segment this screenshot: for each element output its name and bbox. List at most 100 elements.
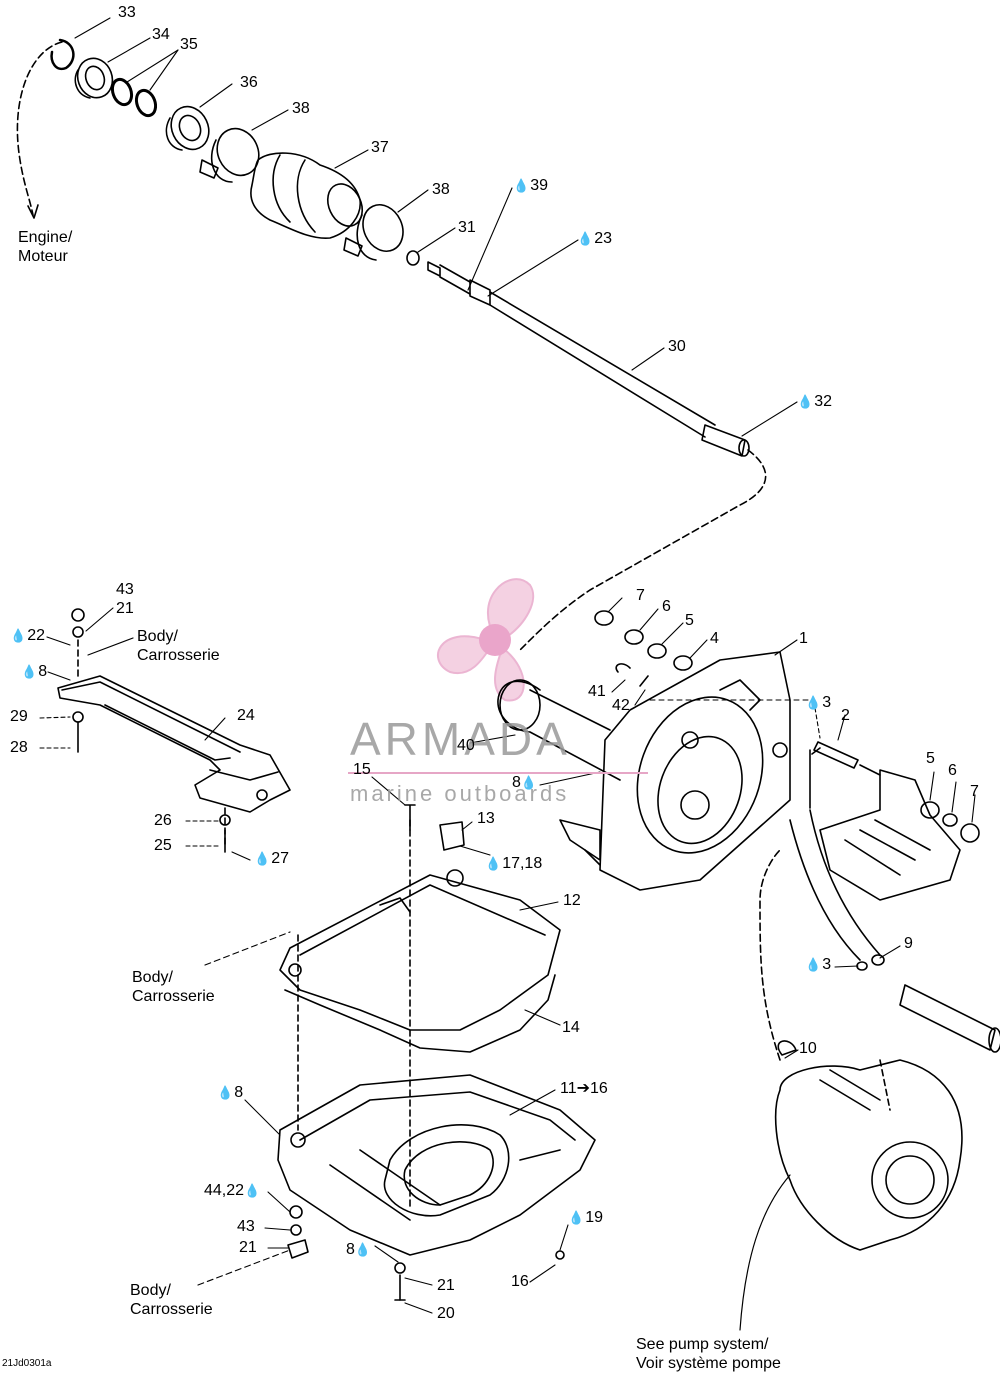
callout-8-housing: 8💧 <box>512 775 538 791</box>
callout-17-18: 💧17,18 <box>485 856 542 872</box>
callout-29: 29 <box>10 709 28 725</box>
watermark-subtitle: marine outboards <box>350 781 570 806</box>
callout-number: 9 <box>904 935 913 952</box>
callout-number: 37 <box>371 139 389 156</box>
callout-number: 34 <box>152 26 170 43</box>
leader-lines <box>39 17 976 1314</box>
callout-number: 26 <box>154 812 172 829</box>
callout-35: 35 <box>180 37 198 53</box>
note-pump-system: See pump system/ Voir système pompe <box>636 1336 781 1372</box>
callout-number: 10 <box>799 1040 817 1057</box>
callout-number: 27 <box>271 850 289 867</box>
callout-12: 12 <box>563 893 581 909</box>
callout-41: 41 <box>588 684 606 700</box>
callout-10: 10 <box>799 1041 817 1057</box>
callout-number: 16 <box>511 1273 529 1290</box>
callout-number: 44,22 <box>204 1182 245 1199</box>
callout-5-upper: 5 <box>685 613 694 629</box>
callout-42: 42 <box>612 698 630 714</box>
callout-13: 13 <box>477 811 495 827</box>
callout-number: 8 <box>512 774 521 791</box>
callout-7-upper: 7 <box>636 588 645 604</box>
callout-39: 💧39 <box>513 178 548 194</box>
callout-number: 30 <box>668 338 686 355</box>
callout-37: 37 <box>371 140 389 156</box>
callout-number: 25 <box>154 837 172 854</box>
watermark-divider <box>348 772 648 774</box>
lubricant-drop-icon: 💧 <box>254 851 271 866</box>
lubricant-drop-icon: 💧 <box>577 231 594 246</box>
callout-26: 26 <box>154 813 172 829</box>
lubricant-drop-icon: 💧 <box>520 775 538 790</box>
right-side-parts <box>739 741 1000 1331</box>
callout-22: 💧22 <box>10 628 45 644</box>
driveline-parts <box>16 38 420 266</box>
callout-number: 19 <box>585 1209 603 1226</box>
callout-number: 21 <box>239 1239 257 1256</box>
callout-number: 22 <box>27 627 45 644</box>
callout-8-grate: 💧8 <box>217 1085 243 1101</box>
callout-40: 40 <box>457 738 475 754</box>
callout-3-lower: 💧3 <box>805 957 831 973</box>
callout-number: 38 <box>292 100 310 117</box>
callout-33: 33 <box>118 5 136 21</box>
callout-number: 8 <box>38 663 48 680</box>
callout-number: 2 <box>841 707 850 724</box>
callout-number: 23 <box>594 230 612 247</box>
callout-19: 💧19 <box>568 1210 603 1226</box>
callout-38-lower: 38 <box>432 182 450 198</box>
callout-25: 25 <box>154 838 172 854</box>
callout-31: 31 <box>458 220 476 236</box>
callout-number: 28 <box>10 739 28 756</box>
callout-number: 43 <box>116 581 134 598</box>
callout-9: 9 <box>904 936 913 952</box>
callout-number: 43 <box>237 1218 255 1235</box>
callout-number: 41 <box>588 683 606 700</box>
callout-6-lower: 6 <box>948 763 957 779</box>
lubricant-drop-icon: 💧 <box>805 957 822 972</box>
lubricant-drop-icon: 💧 <box>244 1183 261 1198</box>
callout-27: 💧27 <box>254 851 289 867</box>
lubricant-drop-icon: 💧 <box>805 695 822 710</box>
callout-14: 14 <box>562 1020 580 1036</box>
callout-number: 42 <box>612 697 630 714</box>
callout-24: 24 <box>237 708 255 724</box>
callout-21-lower: 21 <box>239 1240 257 1256</box>
callout-5-lower: 5 <box>926 751 935 767</box>
lubricant-drop-icon: 💧 <box>485 856 502 871</box>
callout-1: 1 <box>799 631 808 647</box>
callout-36: 36 <box>240 75 258 91</box>
callout-44-22: 44,22💧 <box>204 1183 261 1199</box>
watermark-propeller-icon <box>437 578 535 702</box>
callout-8-support: 💧8 <box>21 664 47 680</box>
callout-number: 36 <box>240 74 258 91</box>
callout-number: 8 <box>346 1241 355 1258</box>
callout-32: 💧32 <box>797 394 832 410</box>
callout-number: 7 <box>636 587 645 604</box>
note-body-bottom: Body/ Carrosserie <box>130 1282 213 1318</box>
callout-2: 2 <box>841 708 850 724</box>
callout-28: 28 <box>10 740 28 756</box>
callout-number: 24 <box>237 707 255 724</box>
callout-number: 4 <box>710 630 719 647</box>
lubricant-drop-icon: 💧 <box>797 394 814 409</box>
callout-number: 29 <box>10 708 28 725</box>
pump-housing <box>497 610 811 891</box>
callout-43-lower: 43 <box>237 1219 255 1235</box>
lubricant-drop-icon: 💧 <box>354 1242 372 1257</box>
callout-number: 3 <box>822 956 832 973</box>
callout-20: 20 <box>437 1306 455 1322</box>
callout-number: 15 <box>353 761 371 778</box>
callout-number: 33 <box>118 4 136 21</box>
diagram-code: 21Jd0301a <box>2 1358 52 1369</box>
callout-number: 1 <box>799 630 808 647</box>
callout-21-upper: 21 <box>116 601 134 617</box>
lubricant-drop-icon: 💧 <box>21 664 38 679</box>
lubricant-drop-icon: 💧 <box>217 1085 234 1100</box>
callout-number: 21 <box>437 1277 455 1294</box>
callout-number: 8 <box>234 1084 244 1101</box>
ride-plate <box>279 804 561 1211</box>
callout-number: 20 <box>437 1305 455 1322</box>
